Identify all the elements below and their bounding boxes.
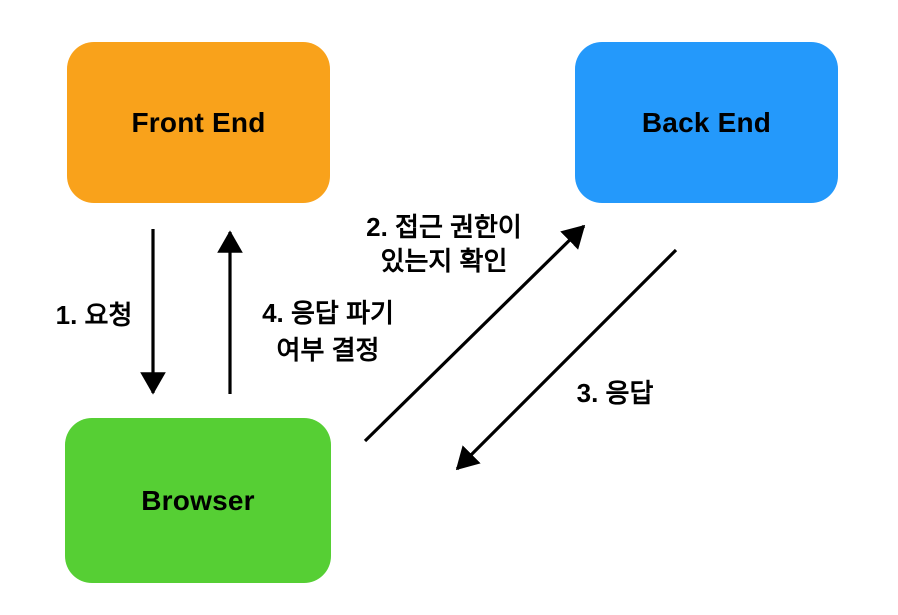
label-request: 1. 요청	[36, 295, 152, 332]
label-check-permission-line1: 2. 접근 권한이	[366, 212, 522, 242]
node-browser-label: Browser	[141, 484, 255, 516]
node-front-end-label: Front End	[131, 106, 266, 138]
label-discard-decision-line1: 4. 응답 파기	[262, 298, 394, 328]
label-request-line1: 1. 요청	[55, 300, 133, 330]
arrow-check-permission-diagonal	[363, 224, 586, 443]
node-front-end: Front End	[67, 42, 330, 203]
arrow-response-diagonal	[455, 248, 678, 471]
node-back-end: Back End	[575, 42, 838, 203]
label-response-line1: 3. 응답	[576, 378, 654, 408]
node-back-end-label: Back End	[641, 106, 772, 138]
label-response: 3. 응답	[560, 373, 670, 410]
label-check-permission-line2: 있는지 확인	[380, 246, 508, 276]
label-check-permission: 2. 접근 권한이 있는지 확인	[350, 210, 538, 278]
label-discard-decision: 4. 응답 파기 여부 결정	[242, 295, 414, 369]
node-browser: Browser	[65, 418, 331, 583]
label-discard-decision-line2: 여부 결정	[276, 335, 380, 365]
